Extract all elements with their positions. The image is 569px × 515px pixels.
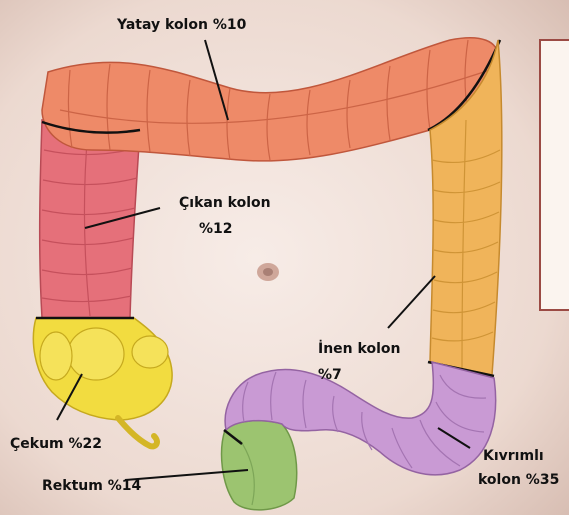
label-ascending-percent: %12 [199,221,233,237]
label-transverse-colon: Yatay kolon %10 [116,17,247,33]
label-rectum: Rektum %14 [42,478,141,494]
label-descending-colon: İnen kolon [318,340,400,357]
rectum [222,421,297,510]
label-descending-percent: %7 [318,367,342,383]
label-sigmoid-colon: Kıvrımlı [483,448,544,464]
side-panel [540,40,569,310]
label-sigmoid-percent: kolon %35 [478,472,559,488]
label-cecum: Çekum %22 [10,436,102,452]
label-ascending-colon: Çıkan kolon [179,195,271,211]
